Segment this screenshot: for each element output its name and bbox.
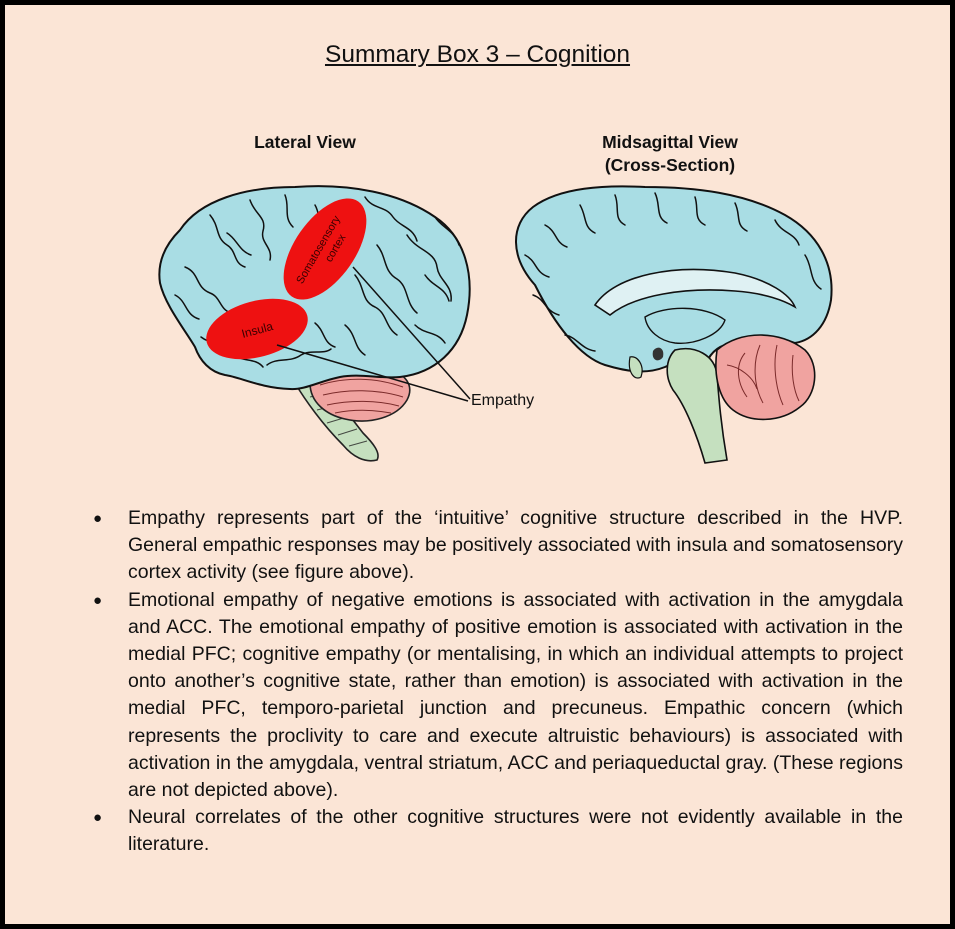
midsagittal-view-label-line1: Midsagittal View bbox=[602, 132, 738, 152]
pointer-line-insula bbox=[276, 344, 469, 402]
midsagittal-cerebellum bbox=[715, 334, 816, 421]
list-item: ● Empathy represents part of the ‘intuiti… bbox=[91, 505, 903, 587]
lateral-view-label: Lateral View bbox=[254, 132, 356, 152]
list-item: ● Emotional empathy of negative emotions … bbox=[91, 587, 903, 805]
midsagittal-view-label: Midsagittal View (Cross-Section) bbox=[560, 131, 780, 177]
bullet-dot: ● bbox=[93, 809, 103, 827]
midsagittal-brain bbox=[515, 185, 833, 464]
page-title: Summary Box 3 – Cognition bbox=[324, 41, 631, 68]
bullet-text: Empathy represents part of the ‘intuitiv… bbox=[128, 507, 903, 584]
list-item: ● Neural correlates of the other cognitiv… bbox=[91, 804, 903, 858]
pointer-line-somatosensory bbox=[352, 266, 471, 400]
midsagittal-brainstem bbox=[666, 348, 728, 464]
bullet-dot: ● bbox=[93, 510, 103, 527]
bullet-dot: ● bbox=[93, 591, 103, 609]
bullet-text: Neural correlates of the other cognitive… bbox=[128, 806, 903, 856]
bullet-list: ● Empathy represents part of the ‘intuiti… bbox=[91, 505, 903, 859]
bullet-text: Emotional empathy of negative emotions i… bbox=[128, 588, 903, 802]
midsagittal-view-label-line2: (Cross-Section) bbox=[604, 155, 736, 175]
pineal-region bbox=[652, 347, 664, 361]
thalamus bbox=[644, 307, 726, 344]
lateral-brain: Insula Somatosensory cortex Empathy bbox=[158, 185, 534, 462]
pituitary bbox=[628, 356, 643, 379]
somatosensory-region bbox=[283, 198, 367, 300]
empathy-pointer-label: Empathy bbox=[471, 392, 534, 409]
insula-region bbox=[206, 298, 308, 360]
brain-figure: Insula Somatosensory cortex Empathy bbox=[158, 185, 833, 464]
corpus-callosum bbox=[593, 268, 797, 316]
